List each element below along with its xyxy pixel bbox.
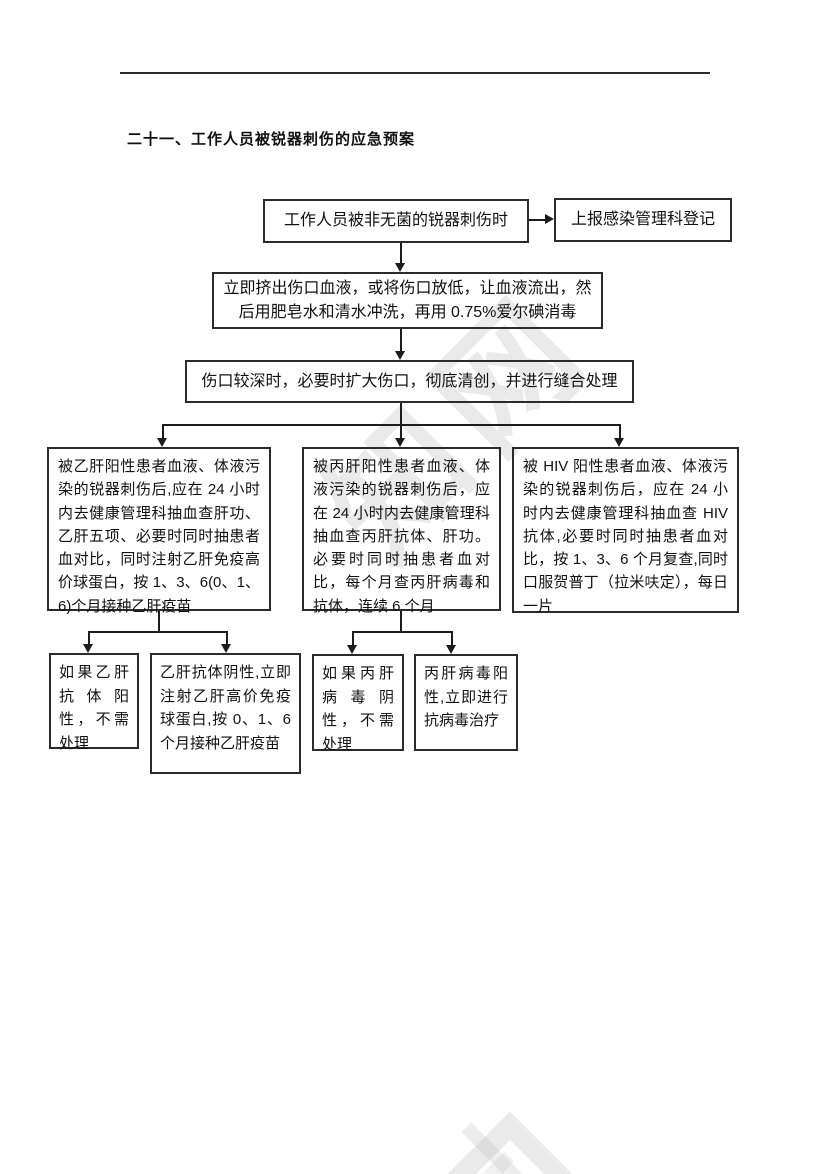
flow-box-hbv-antibody-negative: 乙肝抗体阴性,立即注射乙肝高价免疫球蛋白,按 0、1、6 个月接种乙肝疫苗: [150, 653, 301, 774]
connector-woundcare-drop: [400, 403, 402, 425]
flow-box-hcv-virus-positive: 丙肝病毒阳性,立即进行抗病毒治疗: [414, 654, 518, 751]
flow-box-hcv-exposure: 被丙肝阳性患者血液、体液污染的锐器刺伤后，应在 24 小时内去健康管理科抽血查丙…: [302, 447, 501, 615]
connector-to-hiv: [619, 424, 621, 439]
page-title: 二十一、工作人员被锐器刺伤的应急预案: [127, 131, 416, 148]
arrowhead-down-icon: [157, 438, 167, 447]
connector-start-to-firstaid: [400, 243, 402, 264]
arrowhead-down-icon: [83, 644, 93, 653]
connector-hbv-drop: [158, 611, 160, 632]
arrowhead-right-icon: [545, 214, 554, 224]
connector-to-hcv-negative: [352, 631, 354, 646]
connector-hbv-split-bar: [88, 631, 228, 633]
flow-box-start: 工作人员被非无菌的锐器刺伤时: [263, 199, 529, 243]
arrowhead-down-icon: [395, 351, 405, 360]
arrowhead-down-icon: [347, 645, 357, 654]
flow-box-wound-care: 伤口较深时，必要时扩大伤口，彻底清创，并进行缝合处理: [185, 360, 634, 403]
connector-start-to-report: [529, 219, 546, 221]
flow-box-report: 上报感染管理科登记: [554, 198, 732, 242]
arrowhead-down-icon: [446, 645, 456, 654]
header-rule: [120, 72, 710, 74]
connector-hcv-split-bar: [352, 631, 453, 633]
arrowhead-down-icon: [395, 438, 405, 447]
flow-box-hbv-antibody-positive: 如果乙肝抗体阳性，不需处理: [49, 653, 139, 752]
connector-hcv-drop: [400, 611, 402, 632]
connector-to-hbv-negative: [226, 631, 228, 645]
connector-firstaid-to-woundcare: [400, 329, 402, 352]
connector-to-hbv: [162, 424, 164, 439]
arrowhead-down-icon: [221, 644, 231, 653]
flow-box-hiv-exposure: 被 HIV 阳性患者血液、体液污染的锐器刺伤后，应在 24 小时内去健康管理科抽…: [512, 447, 739, 615]
flow-box-hcv-virus-negative: 如果丙肝病毒阴性，不需处理: [312, 654, 404, 753]
connector-to-hcv-positive: [451, 631, 453, 646]
connector-to-hbv-positive: [88, 631, 90, 645]
connector-split-bar: [162, 424, 621, 426]
flow-box-first-aid: 立即挤出伤口血液，或将伤口放低，让血液流出，然后用肥皂水和清水冲洗，再用 0.7…: [212, 272, 603, 329]
arrowhead-down-icon: [395, 263, 405, 272]
arrowhead-down-icon: [614, 438, 624, 447]
flow-box-hbv-exposure: 被乙肝阳性患者血液、体液污染的锐器刺伤后,应在 24 小时内去健康管理科抽血查肝…: [47, 447, 271, 615]
connector-to-hcv: [400, 424, 402, 439]
